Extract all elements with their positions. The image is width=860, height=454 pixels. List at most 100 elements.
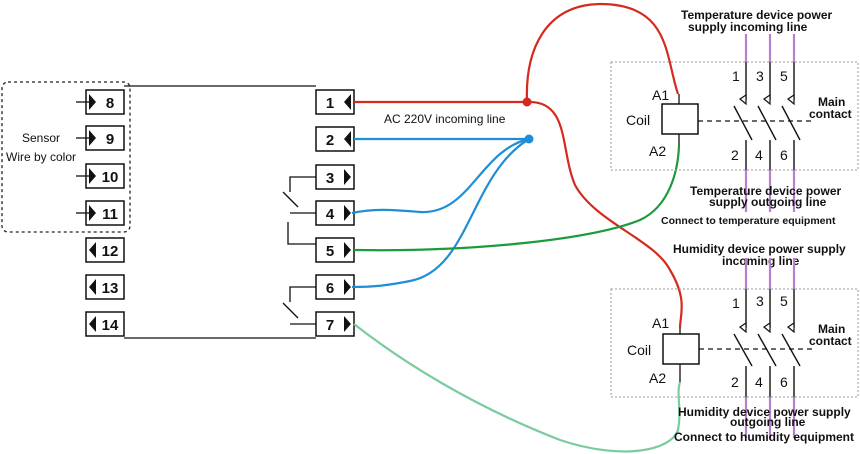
temp-connect-label: Connect to temperature equipment	[661, 215, 836, 227]
temp-coil-label: Coil	[626, 112, 650, 128]
temp-top-number-5: 5	[780, 68, 788, 84]
humid-top-number-3: 3	[756, 293, 764, 309]
temp-main-contact-line1: Main	[818, 95, 845, 109]
relay-switch-3-4	[282, 176, 316, 214]
svg-text:14: 14	[102, 317, 119, 334]
temp-outgoing-line2: supply outgoing line	[709, 195, 827, 209]
terminal-12-marker	[89, 242, 96, 258]
light-green-wire-terminal-7	[353, 323, 682, 453]
temp-bottom-number-6: 6	[780, 147, 788, 163]
temp-main-switches	[733, 62, 801, 170]
temp-coil	[661, 103, 699, 135]
svg-text:1: 1	[326, 95, 334, 112]
terminal-3[interactable]: 3	[315, 164, 355, 190]
terminal-8-marker	[89, 94, 96, 110]
temp-phase-lines	[744, 34, 796, 212]
terminal-11-marker	[89, 205, 96, 221]
terminal-11[interactable]: 11	[76, 200, 125, 226]
blue-wire-to-terminal-4	[351, 137, 530, 215]
humid-main-contact-line2: contact	[809, 334, 852, 348]
terminal-1-marker	[344, 94, 351, 110]
terminal-8[interactable]: 8	[76, 89, 125, 115]
temp-top-number-3: 3	[756, 68, 764, 84]
humid-top-number-5: 5	[780, 293, 788, 309]
humid-title-line2: incoming line	[722, 254, 800, 268]
svg-text:8: 8	[106, 95, 114, 112]
terminal-2[interactable]: 2	[315, 126, 355, 152]
terminal-4[interactable]: 4	[315, 200, 355, 226]
humidity-contactor: Humidity device power supply incoming li…	[610, 242, 859, 444]
temperature-contactor: Temperature device power supply incoming…	[610, 8, 859, 227]
terminal-13[interactable]: 13	[85, 274, 125, 300]
terminal-6-marker	[344, 279, 351, 295]
temp-outgoing-line1: Temperature device power	[690, 184, 841, 198]
humid-title-line1: Humidity device power supply	[673, 242, 846, 256]
humid-main-switches	[733, 289, 801, 397]
terminal-10-marker	[89, 168, 96, 184]
humid-a2-label: A2	[649, 370, 666, 386]
blue-junction-dot	[524, 134, 534, 144]
terminal-5[interactable]: 5	[315, 237, 355, 263]
left-terminal-block: 8 9 10 11 12	[76, 89, 125, 337]
humid-connect-label: Connect to humidity equipment	[674, 430, 854, 444]
humid-bottom-number-4: 4	[755, 374, 763, 390]
temp-bottom-number-2: 2	[731, 147, 739, 163]
right-terminal-block: 1 2 3 4 5	[315, 89, 355, 337]
blue-wire-to-terminal-6	[351, 138, 530, 289]
humid-coil	[662, 333, 700, 365]
sensor-label: Sensor	[22, 131, 60, 145]
wires	[351, 2, 683, 453]
terminal-12[interactable]: 12	[85, 237, 125, 263]
svg-text:2: 2	[326, 132, 334, 149]
sensor-dashed-box	[1, 81, 131, 233]
svg-text:12: 12	[102, 243, 119, 260]
temp-a1-label: A1	[652, 87, 669, 103]
red-junction-dot	[522, 97, 532, 107]
terminal-5-marker	[344, 242, 351, 258]
terminal-2-marker	[344, 131, 351, 147]
humid-a1-label: A1	[652, 315, 669, 331]
svg-text:9: 9	[106, 131, 114, 148]
humid-switch-markers	[738, 321, 795, 334]
red-wire-to-humid-a1	[526, 100, 683, 329]
terminal-13-marker	[89, 279, 96, 295]
terminal-3-marker	[344, 169, 351, 185]
humid-contactor-box	[610, 288, 859, 398]
temp-top-number-1: 1	[732, 68, 740, 84]
svg-text:4: 4	[326, 206, 335, 223]
humid-top-number-1: 1	[732, 295, 740, 311]
svg-text:7: 7	[326, 317, 334, 334]
terminal-10[interactable]: 10	[76, 163, 125, 189]
temp-switch-markers	[738, 93, 795, 106]
temp-a2-label: A2	[649, 143, 666, 159]
red-wire-to-temp-a1	[525, 2, 680, 103]
terminal-6[interactable]: 6	[315, 274, 355, 300]
temp-bottom-number-4: 4	[755, 147, 763, 163]
humid-bottom-number-6: 6	[780, 374, 788, 390]
terminal-4-marker	[344, 205, 351, 221]
humid-outgoing-line2: outgoing line	[730, 415, 806, 429]
humid-outgoing-line1: Humidity device power supply	[678, 405, 851, 419]
temp-contactor-box	[610, 61, 859, 171]
humid-coil-label: Coil	[627, 342, 651, 358]
temp-main-contact-line2: contact	[809, 107, 852, 121]
svg-text:6: 6	[326, 280, 334, 297]
relay-switch-6-7	[282, 286, 316, 325]
svg-text:11: 11	[102, 206, 118, 223]
green-wire-terminal-5	[353, 145, 681, 252]
terminal-7-marker	[344, 316, 351, 332]
humid-bottom-number-2: 2	[731, 374, 739, 390]
terminal-14-marker	[89, 316, 96, 332]
terminal-14[interactable]: 14	[85, 311, 125, 337]
temp-title-line2: supply incoming line	[688, 20, 808, 34]
terminal-7[interactable]: 7	[315, 311, 355, 337]
humid-main-contact-line1: Main	[818, 322, 845, 336]
terminal-1[interactable]: 1	[315, 89, 355, 115]
svg-text:5: 5	[326, 243, 334, 260]
svg-text:10: 10	[102, 169, 119, 186]
svg-text:3: 3	[326, 170, 334, 187]
terminal-9-marker	[89, 130, 96, 146]
terminal-9[interactable]: 9	[76, 125, 125, 151]
sensor-sublabel: Wire by color	[6, 150, 76, 164]
